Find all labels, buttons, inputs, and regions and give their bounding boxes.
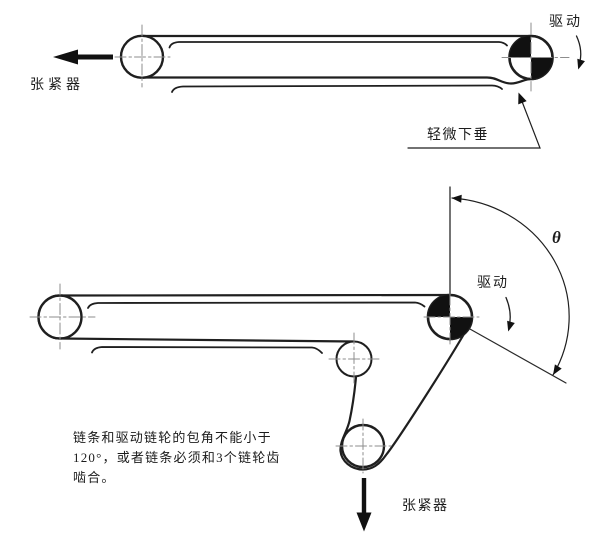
sag-leader-arrow — [407, 92, 541, 149]
note-line: 啮合。 — [73, 470, 116, 485]
drive-label-bottom: 驱动 — [477, 276, 509, 291]
tensioner-arrow — [356, 478, 372, 532]
chain-inner-top-line — [87, 301, 426, 309]
drive-label-top: 驱动 — [549, 15, 583, 30]
tensioner-arrow — [53, 49, 113, 65]
wrap-angle-arc — [451, 194, 570, 376]
bottom-diagram — [29, 186, 570, 532]
rotation-arrow-icon — [575, 35, 585, 70]
tensioner-label-bottom: 张紧器 — [402, 499, 449, 514]
drive-sprocket-fill — [509, 36, 553, 79]
wrap-angle-note: 链条和驱动链轮的包角不能小于 120°，或者链条必须和3个链轮齿 啮合。 — [73, 428, 323, 488]
note-line: 120°，或者链条必须和3个链轮齿 — [73, 450, 281, 465]
tangent-reference-line — [460, 323, 567, 384]
wrap-angle-label: θ — [552, 228, 561, 247]
note-line: 链条和驱动链轮的包角不能小于 — [73, 430, 272, 445]
top-diagram — [53, 22, 585, 149]
drive-sprocket-fill — [428, 295, 472, 339]
chain-inner-top-line — [168, 41, 508, 49]
centerlines — [29, 283, 480, 474]
chain-inner-bottom-line — [171, 84, 503, 93]
centerlines — [114, 22, 570, 92]
sag-label: 轻微下垂 — [427, 128, 489, 143]
chain-inner-return-line — [91, 346, 323, 354]
chain-outer-loop — [119, 34, 554, 85]
chain-lower-run — [339, 332, 466, 471]
tensioner-label-top: 张紧器 — [30, 78, 84, 93]
rotation-arrow-icon — [505, 296, 515, 332]
